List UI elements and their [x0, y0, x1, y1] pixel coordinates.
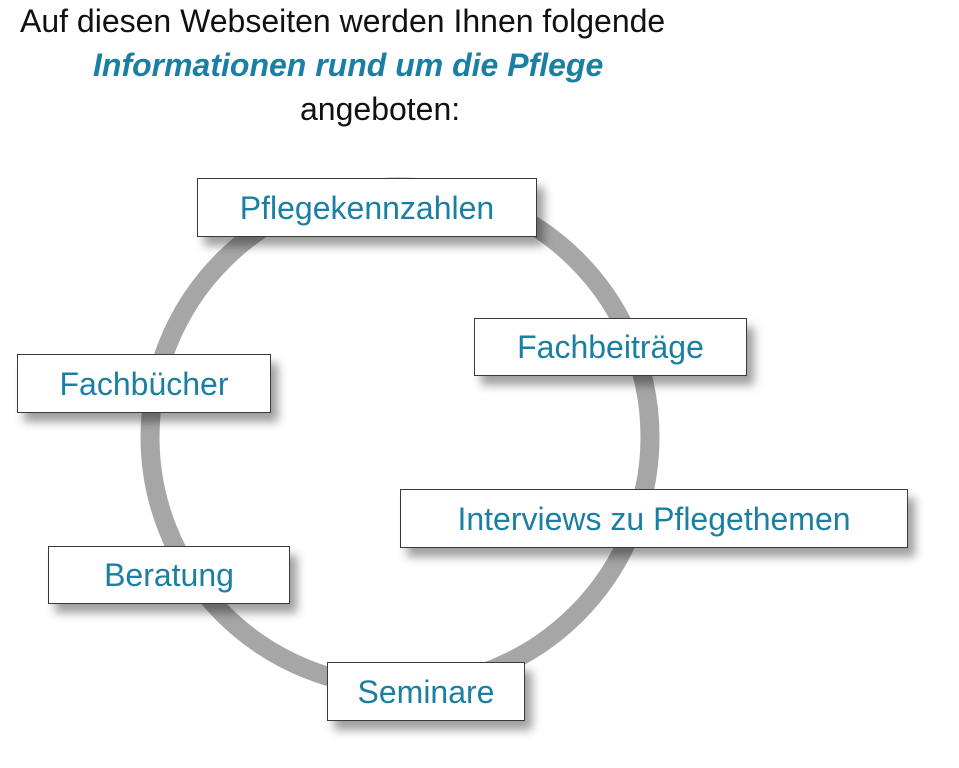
- topic-box-pflegekennzahlen[interactable]: Pflegekennzahlen: [197, 178, 537, 237]
- topic-box-interviews[interactable]: Interviews zu Pflegethemen: [400, 489, 908, 548]
- heading-line-1: Auf diesen Webseiten werden Ihnen folgen…: [20, 3, 666, 39]
- heading-emphasis: Informationen rund um die Pflege: [93, 47, 604, 83]
- heading-line-3: angeboten:: [300, 91, 461, 127]
- topic-box-seminare[interactable]: Seminare: [327, 662, 525, 721]
- topic-box-beratung[interactable]: Beratung: [48, 546, 290, 604]
- cycle-ring-shape: [140, 177, 660, 697]
- topic-box-fachbeitraege[interactable]: Fachbeiträge: [474, 318, 747, 376]
- topic-box-fachbuecher[interactable]: Fachbücher: [17, 354, 271, 413]
